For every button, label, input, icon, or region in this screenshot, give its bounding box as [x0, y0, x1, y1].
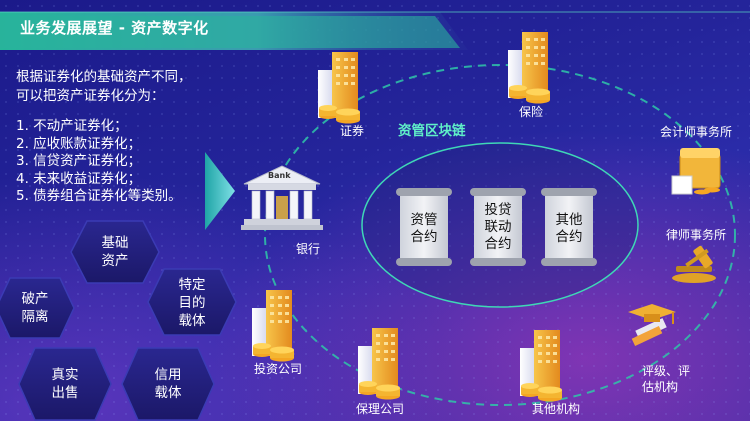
securities-building-icon [318, 52, 360, 124]
hexagon [121, 347, 215, 421]
node-label-accounting: 会计师事务所 [660, 125, 733, 139]
node-label-bank: 银行 [296, 242, 321, 256]
node-label-other: 其他机构 [532, 402, 581, 416]
bank-sign: Bank [268, 171, 291, 180]
hex-label-true-sale: 真实出售 [51, 367, 79, 401]
contract-other: 其他合约 [555, 212, 583, 245]
scroll-icon [541, 188, 597, 266]
hex-label-bankruptcy-isolation: 破产隔离 [21, 291, 49, 325]
factoring-building-icon [358, 328, 400, 400]
chevron-right-icon [205, 152, 235, 230]
scroll-icon [470, 188, 526, 266]
intro-line: 可以把资产证券化分为： [16, 88, 165, 104]
node-label-investment: 投资公司 [254, 362, 303, 376]
title-banner [0, 11, 750, 50]
node-label-insurance: 保险 [519, 105, 544, 119]
node-label-law: 律师事务所 [666, 228, 727, 242]
page-title: 业务发展展望 - 资产数字化 [20, 19, 209, 37]
list-item: 4. 未来收益证券化； [16, 170, 142, 187]
hexagon [0, 277, 75, 339]
hex-label-spv: 特定目的载体 [178, 277, 206, 329]
gavel-icon [672, 245, 716, 283]
scroll-icon [396, 188, 452, 266]
intro-text: 根据证券化的基础资产不同， 可以把资产证券化分为： [16, 68, 226, 106]
node-label-rating: 评级、评 估机构 [642, 364, 691, 394]
category-list: 1. 不动产证券化； 2. 应收账款证券化； 3. 信贷资产证券化； 4. 未来… [16, 118, 182, 206]
hexagon [147, 268, 237, 336]
accounting-icon [671, 148, 721, 195]
hexagon [18, 347, 112, 421]
bank-icon [241, 165, 323, 230]
list-item: 1. 不动产证券化； [16, 118, 128, 134]
list-item: 5. 债券组合证券化等类别。 [16, 188, 182, 204]
list-item: 2. 应收账款证券化； [16, 135, 142, 152]
investment-building-icon [252, 290, 294, 362]
other-institution-building-icon [520, 330, 562, 402]
hexagon [70, 220, 160, 284]
network-circle [264, 64, 736, 406]
hex-label-basic-assets: 基础资产 [101, 235, 129, 269]
contract-asset-mgmt: 资管合约 [410, 212, 438, 245]
blockchain-title: 资管区块链 [398, 123, 466, 139]
insurance-building-icon [508, 32, 550, 104]
contract-investment-loan: 投贷联动合约 [484, 201, 512, 252]
node-label-securities: 证券 [340, 124, 365, 138]
list-item: 3. 信贷资产证券化； [16, 153, 142, 169]
node-label-factoring: 保理公司 [356, 402, 405, 416]
hex-label-credit-carrier: 信用载体 [154, 367, 182, 401]
rating-icon [628, 304, 676, 346]
intro-line: 根据证券化的基础资产不同， [16, 69, 192, 85]
